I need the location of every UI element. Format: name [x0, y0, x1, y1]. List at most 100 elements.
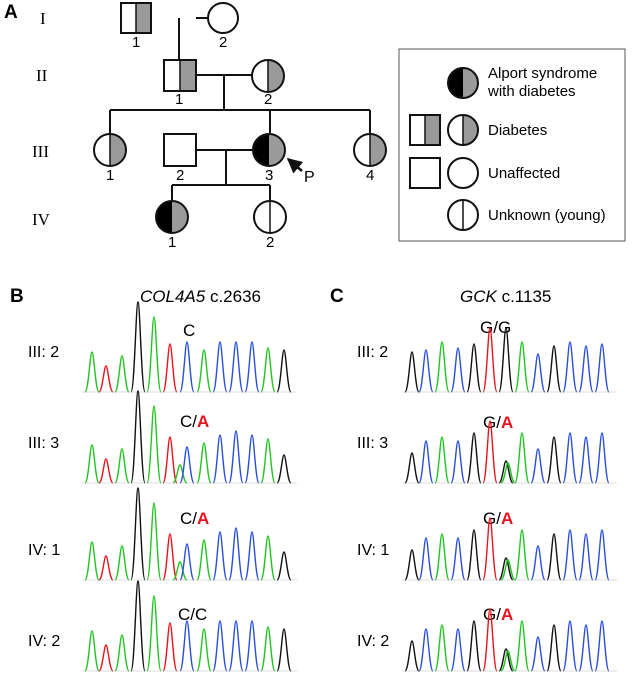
trace-peak	[196, 442, 212, 484]
gck-trace-iv-2	[402, 608, 617, 672]
trace-peak	[418, 440, 434, 484]
trace-peak	[179, 341, 195, 393]
trace-peak	[114, 634, 130, 672]
trace-peak	[450, 440, 466, 484]
generation-label-iii: III	[32, 142, 49, 161]
panel-label-a: A	[4, 2, 18, 23]
col4a5-title: COL4A5 c.2636	[140, 287, 261, 306]
trace-peak	[98, 458, 114, 484]
genotype-label: G/A	[483, 413, 513, 432]
trace-peak	[84, 444, 100, 484]
trace-peak	[546, 345, 562, 393]
gck-row: III: 3 G/A	[357, 413, 617, 484]
trace-peak	[98, 555, 114, 581]
trace-peak	[450, 537, 466, 581]
trace-peak	[466, 529, 482, 581]
trace-peak	[404, 640, 420, 672]
col4a5-row: IV: 1 C/A	[28, 487, 297, 581]
trace-peak	[196, 628, 212, 672]
sample-label: III: 3	[28, 435, 59, 452]
trace-peak	[418, 537, 434, 581]
legend-alport-label: Alport syndrome	[488, 65, 597, 82]
trace-peak	[578, 533, 594, 581]
gck-row: IV: 2 G/A	[357, 605, 617, 672]
trace-peak	[84, 630, 100, 672]
trace-peak	[482, 327, 498, 393]
col4a5-gene: COL4A5	[140, 287, 206, 306]
trace-peak	[196, 539, 212, 581]
trace-peak	[546, 436, 562, 484]
trace-peak	[498, 648, 514, 672]
trace-peak	[179, 620, 195, 672]
trace-peak	[546, 533, 562, 581]
trace-peak	[276, 454, 292, 484]
trace-peak	[500, 650, 516, 672]
individual-number: 1	[168, 234, 176, 251]
trace-peak	[98, 365, 114, 393]
individual-iv-1	[155, 200, 189, 234]
trace-peak	[434, 341, 450, 393]
trace-peak	[130, 580, 146, 672]
trace-peak	[434, 533, 450, 581]
trace-peak	[212, 531, 228, 581]
gck-variant: c.1135	[502, 287, 552, 306]
trace-peak	[130, 487, 146, 581]
trace-peak	[404, 351, 420, 393]
col4a5-row: III: 2 C	[28, 301, 297, 393]
gck-row: III: 2 G/G	[357, 318, 617, 393]
trace-peak	[434, 436, 450, 484]
trace-peak	[418, 628, 434, 672]
trace-peak	[114, 545, 130, 581]
trace-peak	[276, 551, 292, 581]
trace-peak	[404, 549, 420, 581]
trace-peak	[146, 316, 162, 393]
trace-peak	[162, 533, 178, 581]
trace-peak	[146, 405, 162, 484]
trace-peak	[172, 561, 188, 581]
trace-peak	[562, 620, 578, 672]
trace-peak	[482, 517, 498, 581]
individual-iii-4	[353, 133, 387, 167]
proband-label: P	[304, 169, 315, 186]
panel-label-b: B	[10, 286, 24, 307]
col4a5-variant: c.2636	[210, 287, 261, 306]
gck-row: IV: 1 G/A	[357, 509, 617, 581]
trace-peak	[228, 430, 244, 484]
trace-peak	[514, 432, 530, 484]
trace-peak	[562, 432, 578, 484]
trace-peak	[84, 541, 100, 581]
gck-trace-iv-1	[402, 517, 617, 581]
trace-peak	[162, 343, 178, 393]
trace-peak	[244, 620, 260, 672]
trace-peak	[244, 434, 260, 484]
trace-peak	[562, 529, 578, 581]
trace-peak	[172, 464, 188, 484]
col4a5-row: IV: 2 C/C	[28, 580, 297, 672]
trace-peak	[498, 327, 514, 393]
sample-label: III: 2	[357, 344, 388, 361]
individual-number: 1	[175, 91, 183, 108]
trace-peak	[179, 446, 195, 484]
genotype-label: G/G	[480, 318, 511, 337]
gck-title: GCK c.1135	[460, 287, 551, 306]
trace-peak	[114, 355, 130, 393]
trace-peak	[514, 529, 530, 581]
individual-i-2	[207, 2, 239, 34]
genotype-label: C/C	[178, 605, 207, 624]
trace-peak	[594, 529, 610, 581]
legend-unknown-label: Unknown (young)	[488, 207, 606, 224]
sample-label: III: 3	[357, 435, 388, 452]
trace-peak	[98, 644, 114, 672]
sample-label: IV: 1	[28, 542, 60, 559]
trace-peak	[498, 557, 514, 581]
col4a5-row: III: 3 C/A	[28, 390, 297, 484]
gck-gene: GCK	[460, 287, 498, 306]
individual-iv-2	[253, 200, 287, 234]
proband-arrow	[286, 158, 304, 174]
trace-peak	[500, 559, 516, 581]
genotype-label: C	[183, 321, 195, 340]
legend-diabetes-circle	[447, 114, 479, 146]
genotype-label: G/A	[483, 605, 513, 624]
trace-peak	[482, 420, 498, 484]
trace-peak	[594, 343, 610, 393]
